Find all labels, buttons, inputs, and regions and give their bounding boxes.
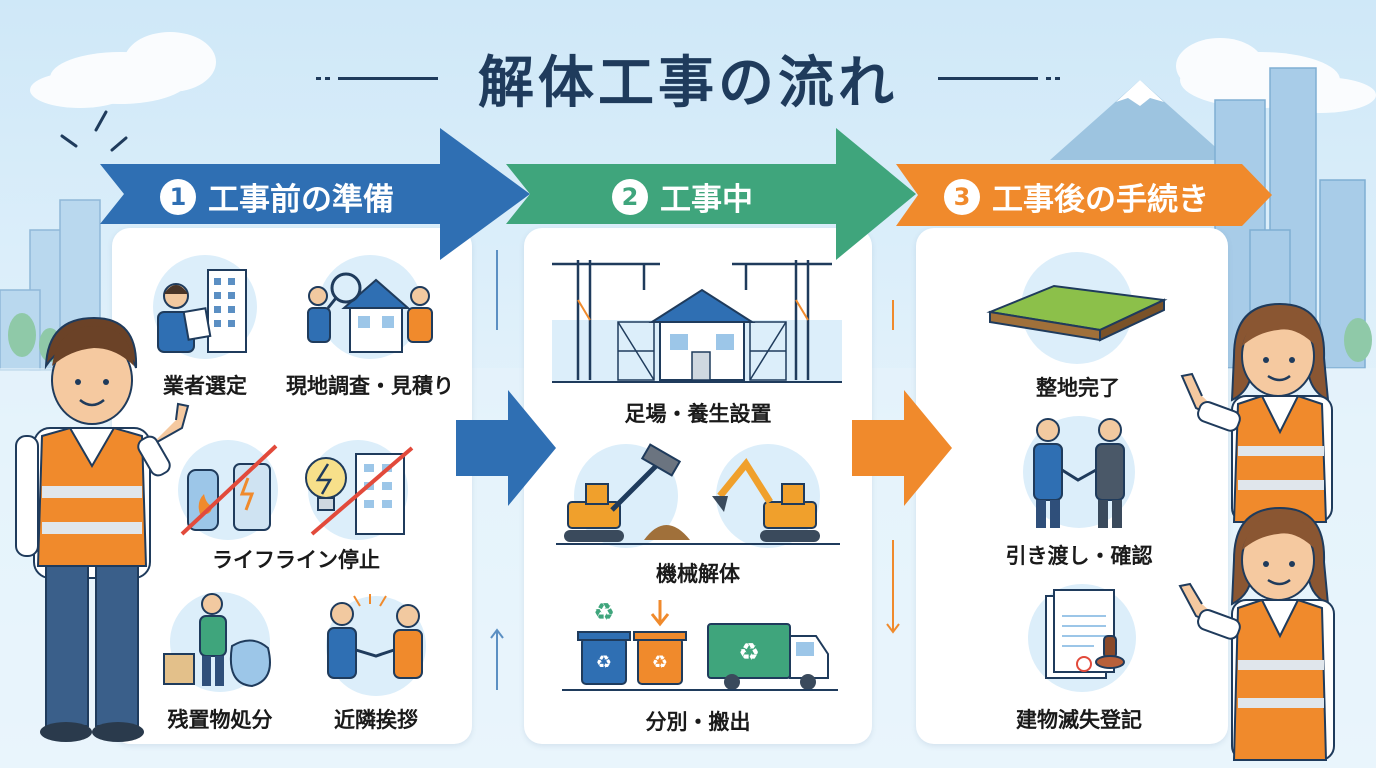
vendor-selection-icon bbox=[153, 255, 257, 359]
land-leveling-icon bbox=[986, 252, 1168, 364]
machine-demolition-icon bbox=[556, 443, 840, 548]
sorting-transport-icon: ♻ ♻ ♻ ♻ bbox=[562, 598, 838, 691]
item-land-leveling: 整地完了 bbox=[1036, 376, 1120, 400]
banner-step1 bbox=[100, 128, 530, 260]
item-utility-shutoff: ライフライン停止 bbox=[212, 548, 380, 572]
item-leftover-disposal: 残置物処分 bbox=[167, 708, 273, 732]
title-decoration-right bbox=[938, 76, 1051, 80]
sparkle-lines bbox=[60, 110, 128, 152]
item-site-survey: 現地調査・見積り bbox=[286, 374, 454, 398]
item-vendor-selection: 業者選定 bbox=[163, 374, 247, 398]
banner-label-step2: 2 工事中 bbox=[612, 174, 753, 219]
item-scaffolding: 足場・養生設置 bbox=[624, 402, 772, 426]
step-number-1: 1 bbox=[160, 178, 196, 215]
tree-right bbox=[1344, 318, 1372, 362]
mountain-icon bbox=[1050, 80, 1230, 160]
title-decoration-left bbox=[316, 76, 438, 80]
arrow-step2-to-step3 bbox=[852, 390, 952, 506]
banner-label-step3: 3 工事後の手続き bbox=[944, 174, 1209, 219]
utility-shutoff-icon bbox=[178, 440, 414, 540]
neighbor-greeting-icon bbox=[326, 594, 426, 696]
banner-label-step1: 1 工事前の準備 bbox=[160, 174, 394, 219]
step-number-2: 2 bbox=[612, 178, 648, 215]
step-title-2: 工事中 bbox=[660, 182, 753, 218]
svg-text:♻: ♻ bbox=[596, 652, 612, 673]
worker-male-left bbox=[15, 316, 190, 742]
site-survey-icon bbox=[307, 255, 433, 359]
step-title-3: 工事後の手続き bbox=[992, 182, 1209, 218]
item-handover: 引き渡し・確認 bbox=[1005, 544, 1153, 568]
svg-text:♻: ♻ bbox=[593, 598, 615, 626]
step-title-1: 工事前の準備 bbox=[208, 182, 394, 218]
banner-step3 bbox=[896, 164, 1272, 226]
handover-icon bbox=[1023, 416, 1135, 528]
step-number-3: 3 bbox=[944, 178, 980, 215]
item-machine-demolition: 機械解体 bbox=[656, 562, 740, 586]
item-demolition-registration: 建物滅失登記 bbox=[1016, 708, 1142, 732]
leftover-disposal-icon bbox=[163, 592, 271, 692]
page-title: 解体工事の流れ bbox=[478, 50, 898, 116]
scaffolding-icon bbox=[552, 260, 842, 383]
demolition-registration-icon bbox=[1028, 584, 1136, 692]
item-sorting-transport: 分別・搬出 bbox=[645, 710, 751, 734]
title-bar: 解体工事の流れ bbox=[0, 38, 1376, 118]
item-neighbor-greeting: 近隣挨拶 bbox=[334, 708, 418, 732]
banner-step2 bbox=[506, 128, 916, 260]
svg-text:♻: ♻ bbox=[652, 652, 668, 673]
arrow-step1-to-step2 bbox=[456, 390, 556, 506]
cloud-left bbox=[30, 32, 216, 108]
worker-female-right-bottom bbox=[1178, 506, 1335, 761]
worker-female-right-top bbox=[1180, 302, 1333, 523]
svg-text:♻: ♻ bbox=[738, 638, 760, 666]
